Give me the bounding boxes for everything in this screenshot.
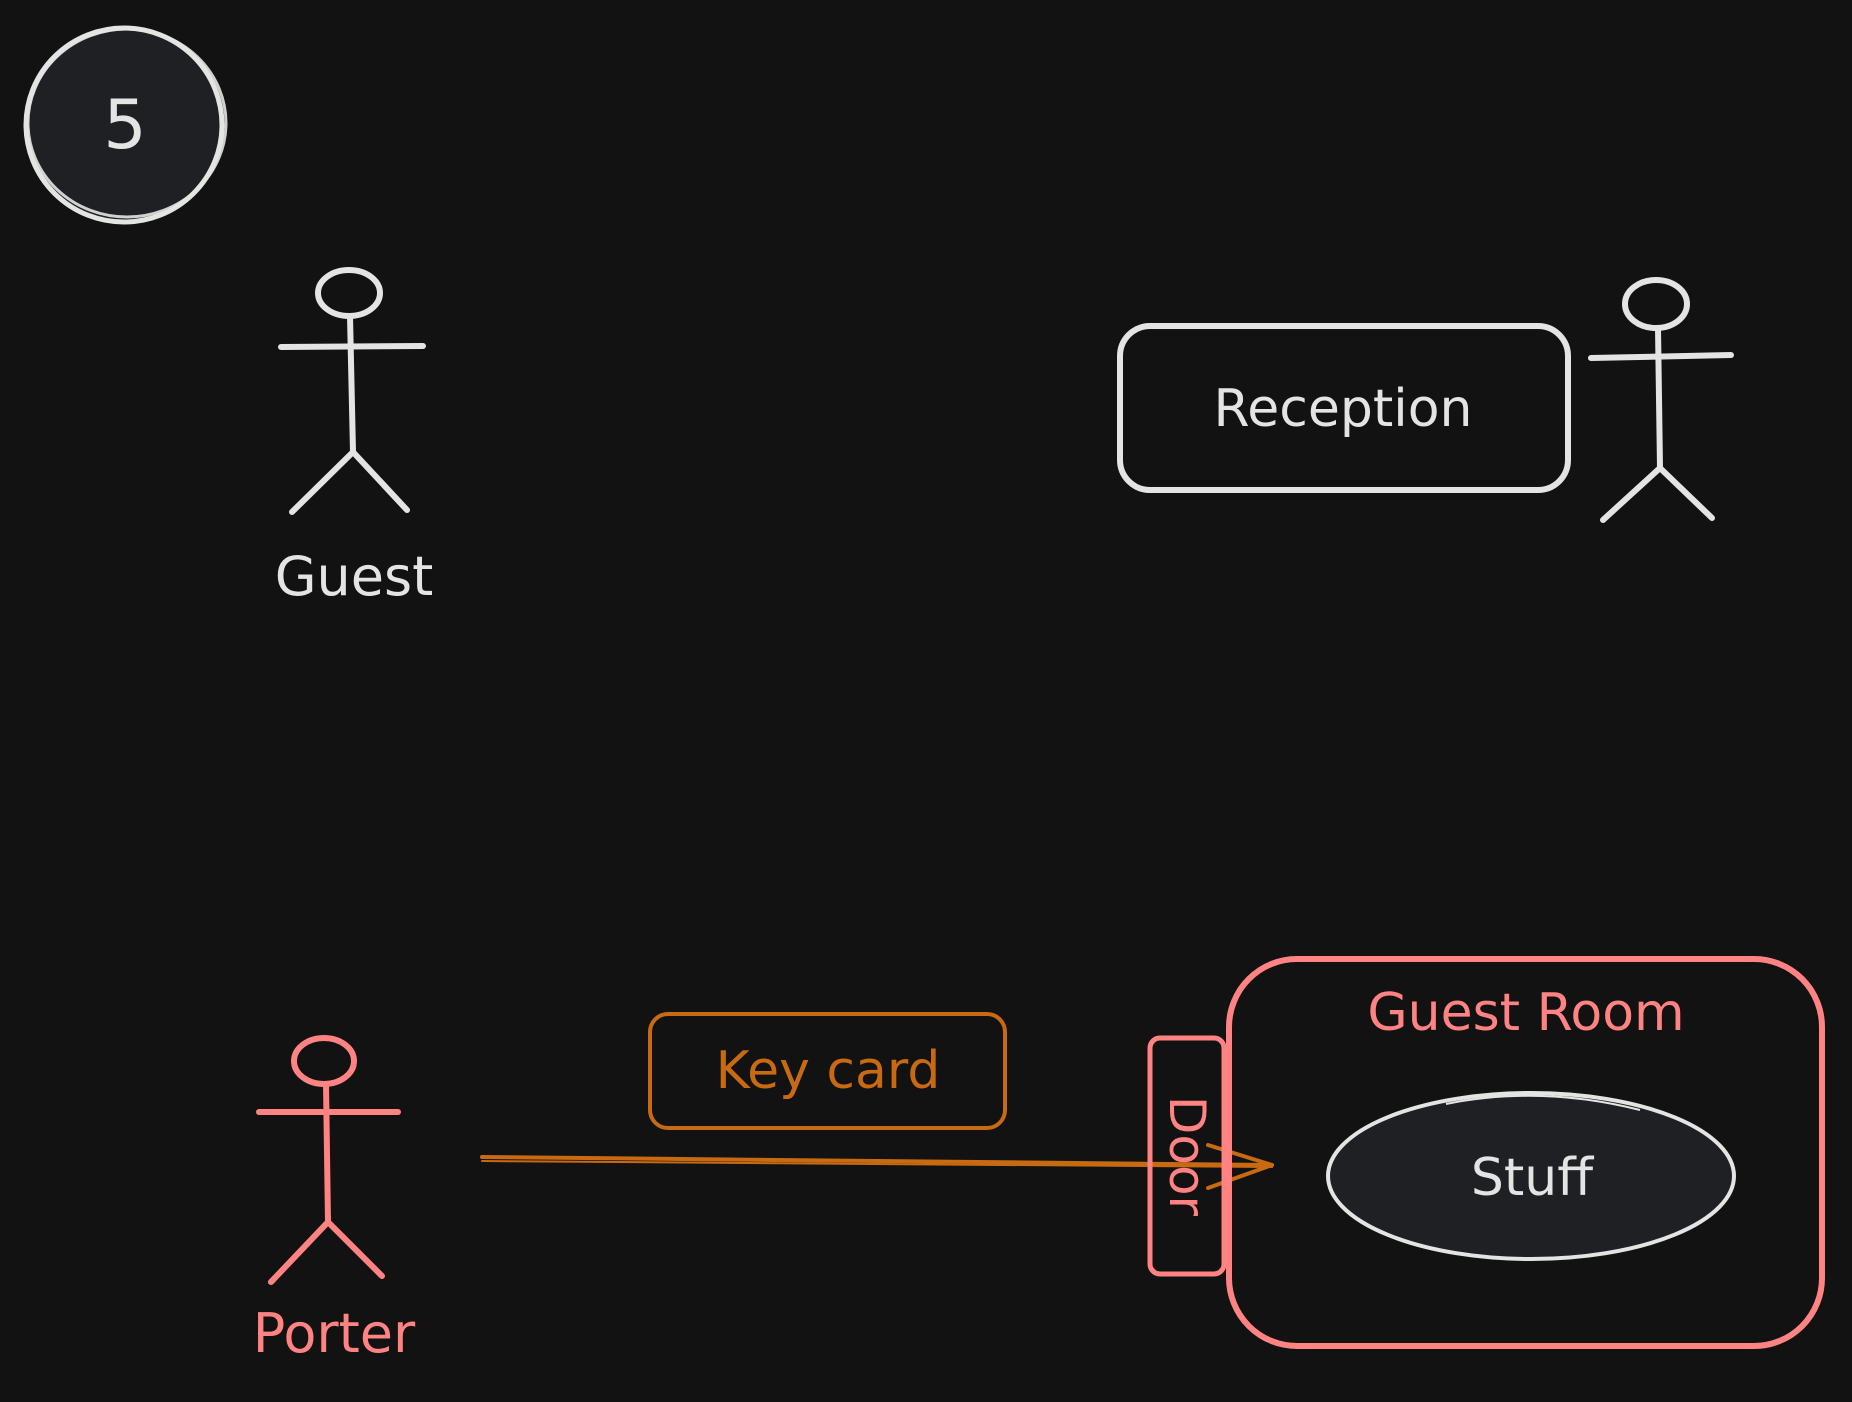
stuff[interactable]: Stuff bbox=[1326, 1091, 1736, 1261]
step-badge-circle-sketch bbox=[26, 27, 228, 219]
door-box bbox=[1147, 1035, 1227, 1277]
arrow-shaft bbox=[480, 1155, 1274, 1167]
arrow-head-lower bbox=[1206, 1163, 1274, 1190]
arrow-shaft-sketch bbox=[481, 1160, 1273, 1168]
key-card-arrow bbox=[480, 1143, 1274, 1190]
porter-actor[interactable]: Porter bbox=[253, 1035, 416, 1365]
reception-desk[interactable]: Reception bbox=[1117, 323, 1571, 493]
guest-room-label: Guest Room bbox=[1367, 983, 1684, 1043]
guest-room[interactable]: Guest Room bbox=[1226, 956, 1825, 1349]
porter-stick-figure bbox=[256, 1035, 401, 1285]
key-card-box bbox=[648, 1012, 1007, 1130]
stuff-ellipse-sketch bbox=[1445, 1094, 1641, 1111]
step-number: 5 bbox=[103, 86, 146, 165]
guest-stick-figure bbox=[278, 267, 426, 515]
reception-label: Reception bbox=[1214, 379, 1473, 439]
stuff-ellipse bbox=[1326, 1091, 1736, 1261]
receptionist-actor[interactable] bbox=[1588, 277, 1734, 523]
stuff-label: Stuff bbox=[1471, 1148, 1594, 1208]
receptionist-stick-figure bbox=[1588, 277, 1734, 523]
porter-label: Porter bbox=[253, 1302, 416, 1365]
reception-box bbox=[1117, 323, 1571, 493]
guest-actor[interactable]: Guest bbox=[275, 267, 434, 608]
key-card-label: Key card bbox=[716, 1041, 941, 1101]
guest-room-box bbox=[1226, 956, 1825, 1349]
step-badge[interactable]: 5 bbox=[23, 25, 228, 225]
key-card[interactable]: Key card bbox=[648, 1012, 1007, 1130]
arrow-head-upper bbox=[1206, 1143, 1274, 1167]
door[interactable]: Door bbox=[1147, 1035, 1227, 1277]
door-label: Door bbox=[1158, 1096, 1216, 1217]
guest-label: Guest bbox=[275, 545, 434, 608]
